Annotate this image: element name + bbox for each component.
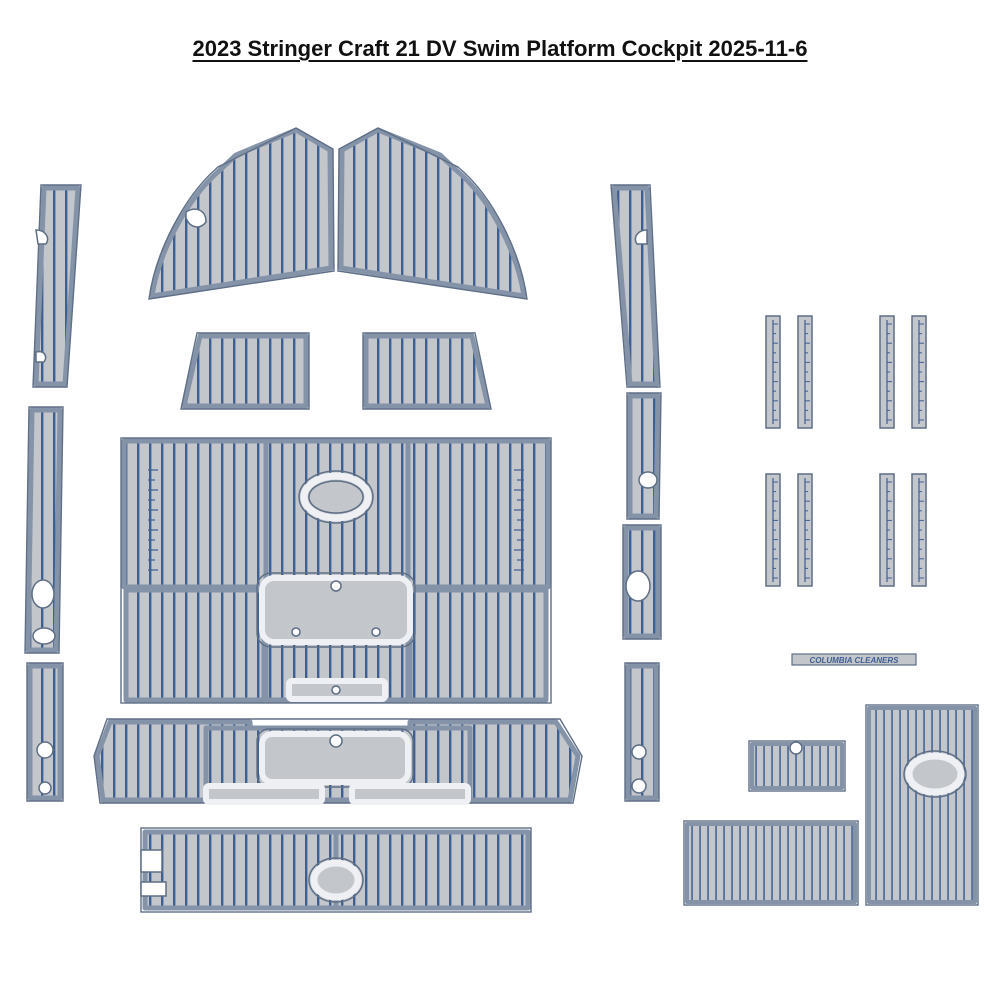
- ruler-strip-6: [797, 473, 813, 587]
- ruler-strip-2: [797, 315, 813, 429]
- ruler-ticks-left: [148, 469, 158, 571]
- left-gunwale-strip-3: [26, 662, 64, 802]
- right-gunwale-strip-3: [622, 524, 662, 640]
- ruler-strip-7: [879, 473, 895, 587]
- hatch-cutout: [256, 572, 416, 648]
- drain-slot: [286, 678, 388, 702]
- ruler-strip-8: [911, 473, 927, 587]
- brand-logo-plate: COLUMBIA CLEANERS: [791, 653, 917, 666]
- right-gunwale-strip-1: [610, 184, 661, 388]
- right-gunwale-strip-4: [624, 662, 660, 802]
- brand-logo-text: COLUMBIA CLEANERS: [809, 656, 899, 665]
- left-gunwale-strip-2: [24, 406, 64, 654]
- step-pad-small: [748, 740, 846, 792]
- step-pad-wide: [683, 820, 859, 906]
- page-title: 2023 Stringer Craft 21 DV Swim Platform …: [192, 36, 808, 61]
- mid-panel-left: [180, 332, 310, 410]
- ruler-strips: [765, 315, 927, 587]
- mid-panel-right: [362, 332, 492, 410]
- step-pad-tall: [865, 704, 979, 906]
- transom-panel: [140, 827, 532, 913]
- ruler-ticks-right: [514, 469, 524, 571]
- ruler-strip-4: [911, 315, 927, 429]
- bow-panel-left: [148, 127, 335, 300]
- left-gunwale-strip-1: [32, 184, 82, 388]
- bow-panel-right: [337, 127, 528, 300]
- drain-ring: [298, 470, 374, 524]
- ruler-strip-1: [765, 315, 781, 429]
- cockpit-floor: [120, 437, 552, 704]
- swim-step-panel: [93, 718, 583, 805]
- right-gunwale-strip-2: [626, 392, 662, 520]
- ruler-strip-3: [879, 315, 895, 429]
- ruler-strip-5: [765, 473, 781, 587]
